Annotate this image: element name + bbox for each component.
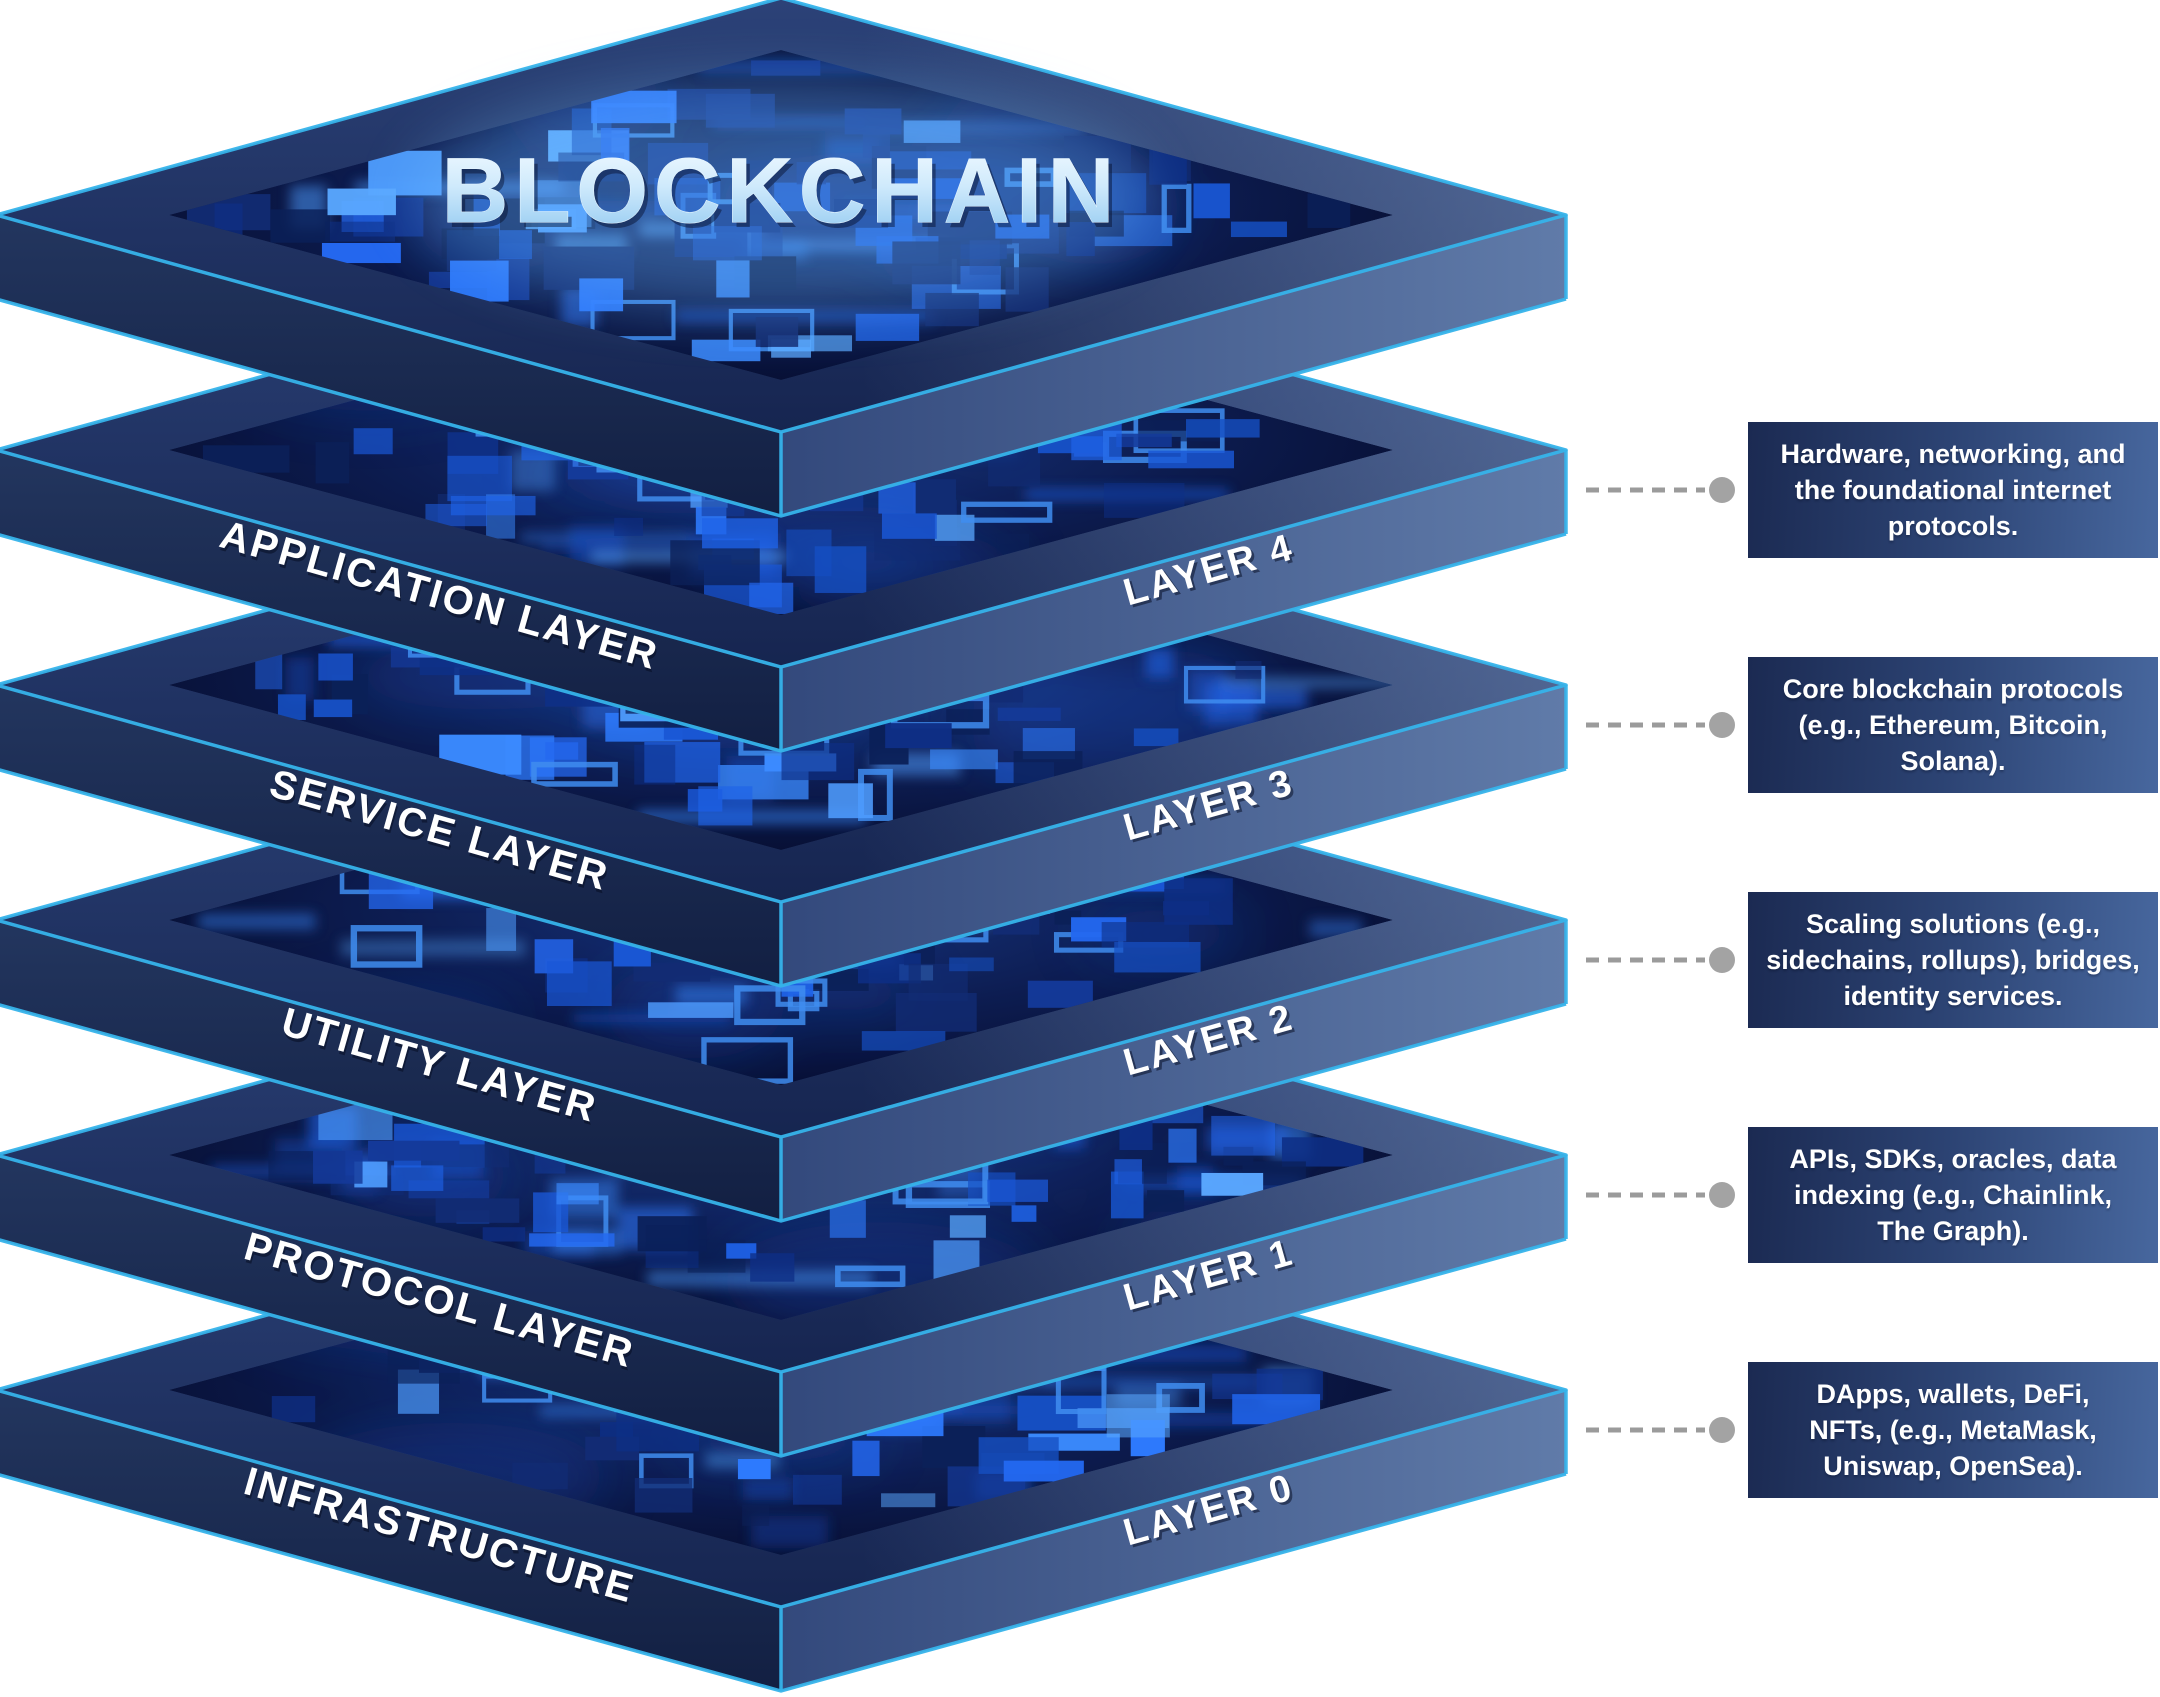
blockchain-title-shadow: BLOCKCHAIN bbox=[446, 145, 1124, 247]
edge-highlight bbox=[779, 920, 1568, 1221]
connector-dot bbox=[1709, 712, 1735, 738]
layer-left-face bbox=[0, 921, 781, 1221]
layer-left-face bbox=[0, 216, 781, 516]
layer-right-face bbox=[781, 450, 1566, 751]
connector-dot bbox=[1709, 947, 1735, 973]
callout-layer-4: Hardware, networking, and the foundation… bbox=[1748, 422, 2158, 558]
layer-left-face bbox=[0, 1156, 781, 1456]
blockchain-title: BLOCKCHAIN bbox=[442, 140, 1120, 242]
layer-right-face bbox=[781, 215, 1566, 516]
layer-left-face bbox=[0, 686, 781, 986]
layer-right-face bbox=[781, 1155, 1566, 1456]
edge-highlight bbox=[779, 685, 1568, 986]
connector-dot bbox=[1709, 477, 1735, 503]
callout-text: Hardware, networking, and the foundation… bbox=[1780, 439, 2126, 541]
layer-left-face bbox=[0, 1391, 781, 1691]
callout-text: Core blockchain protocols (e.g., Ethereu… bbox=[1782, 674, 2124, 776]
edge-highlight bbox=[779, 1390, 1568, 1691]
edge-highlight bbox=[779, 450, 1568, 751]
layer-right-face bbox=[781, 1390, 1566, 1691]
connector-dot bbox=[1709, 1182, 1735, 1208]
callout-layer-0: DApps, wallets, DeFi, NFTs, (e.g., MetaM… bbox=[1748, 1362, 2158, 1498]
layer-left-face bbox=[0, 451, 781, 751]
edge-highlight bbox=[779, 1155, 1568, 1456]
callout-text: DApps, wallets, DeFi, NFTs, (e.g., MetaM… bbox=[1809, 1379, 2097, 1481]
callout-text: Scaling solutions (e.g., sidechains, rol… bbox=[1766, 909, 2140, 1011]
callout-layer-1: APIs, SDKs, oracles, data indexing (e.g.… bbox=[1748, 1127, 2158, 1263]
connector-dot bbox=[1709, 1417, 1735, 1443]
layer-right-face bbox=[781, 920, 1566, 1221]
edge-highlight bbox=[779, 215, 1568, 516]
layer-right-face bbox=[781, 685, 1566, 986]
callout-layer-3: Core blockchain protocols (e.g., Ethereu… bbox=[1748, 657, 2158, 793]
callout-text: APIs, SDKs, oracles, data indexing (e.g.… bbox=[1789, 1144, 2117, 1246]
callout-layer-2: Scaling solutions (e.g., sidechains, rol… bbox=[1748, 892, 2158, 1028]
